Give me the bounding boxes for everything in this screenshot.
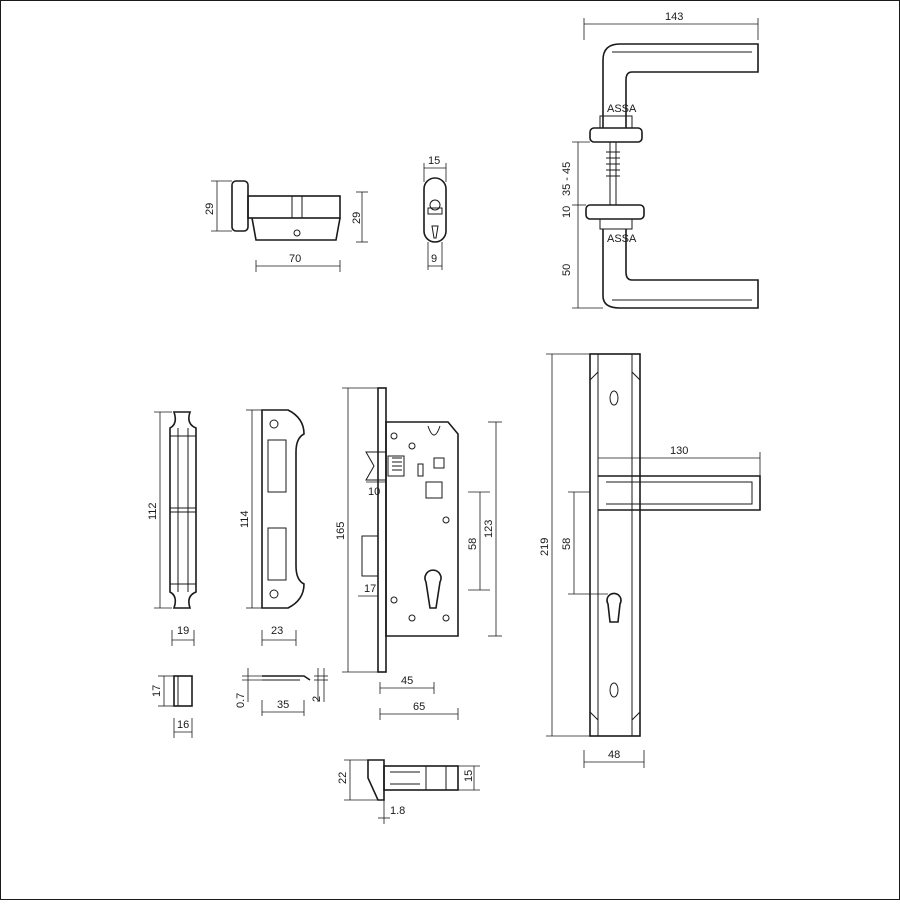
mortise-lock-body <box>361 387 459 673</box>
latch-bolt <box>365 451 387 481</box>
deadbolt <box>361 535 379 577</box>
key-dimensions: 15 9 <box>423 155 447 270</box>
dim-plate-height: 219 <box>539 538 551 556</box>
dim-rose-gap: 35 - 45 <box>561 162 573 196</box>
forend-dimensions: 114 23 <box>239 409 297 646</box>
dim-lock-total-height: 165 <box>335 522 347 540</box>
dim-forend-height: 114 <box>239 510 251 528</box>
euro-cylinder <box>231 180 341 241</box>
dim-spacer-thickness: 0.7 <box>235 693 247 708</box>
dim-lock-depth-65: 65 <box>413 701 425 713</box>
dim-lock-cyl-offset: 17 <box>364 583 376 595</box>
upper-rose <box>589 127 643 143</box>
strike-box <box>173 675 193 707</box>
dim-rose-thickness: 10 <box>561 206 573 218</box>
key-escutcheon <box>423 177 447 243</box>
latch-bolt-dimensions: 22 15 1.8 <box>337 759 480 824</box>
strike-plate-dimensions: 112 19 <box>147 411 195 646</box>
dim-lock-inner-height: 123 <box>483 520 495 538</box>
dim-lock-backset: 10 <box>368 486 380 498</box>
cylinder-thumbturn <box>231 180 249 232</box>
mortise-lock-dimensions: 165 10 17 58 123 45 65 <box>335 387 502 720</box>
backplate-cylinder-hole <box>606 592 622 623</box>
lock-faceplate <box>377 387 387 673</box>
cylinder-dimensions: 29 29 70 <box>204 180 368 272</box>
latch-bolt-assembly <box>367 759 459 801</box>
dim-strike-box-width: 16 <box>177 719 189 731</box>
dim-plate-width: 48 <box>608 749 620 761</box>
dim-spacer-length: 35 <box>277 699 289 711</box>
lever-handle <box>598 475 761 511</box>
strike-plate <box>169 411 197 609</box>
lever-on-backplate <box>589 353 761 737</box>
dim-forend-width: 23 <box>271 625 283 637</box>
dim-key-width-bottom: 9 <box>431 253 437 265</box>
dim-lever-center-distance: 58 <box>561 538 573 550</box>
dim-latch-length: 15 <box>463 770 475 782</box>
cylinder-hole <box>424 569 442 609</box>
handle-top-view: ASSA ASSA <box>585 43 759 309</box>
dim-cylinder-length: 70 <box>289 253 301 265</box>
lever-backplate-dimensions: 130 58 219 48 <box>539 353 761 768</box>
dim-lock-latch-to-cyl: 58 <box>467 538 479 550</box>
dim-handle-height: 50 <box>561 264 573 276</box>
spacer-plate <box>262 675 311 681</box>
dim-lever-length: 130 <box>670 445 688 457</box>
dim-spacer-depth: 2 <box>311 696 323 702</box>
dim-cylinder-height-left: 29 <box>204 203 216 215</box>
dim-cylinder-height-right: 29 <box>351 212 363 224</box>
strike-box-dimensions: 17 16 <box>151 675 193 738</box>
backplate <box>589 353 641 737</box>
brand-mark-lower: ASSA <box>607 233 637 245</box>
lower-rose <box>585 204 645 220</box>
dim-lock-depth-45: 45 <box>401 675 413 687</box>
dim-strike-box-height: 17 <box>151 685 163 697</box>
dim-handle-width: 143 <box>665 11 683 23</box>
dim-latch-height: 22 <box>337 772 349 784</box>
spacer-plate-dimensions: 0.7 35 2 <box>235 668 328 716</box>
dim-strike-height: 112 <box>147 502 159 520</box>
dim-key-width-top: 15 <box>428 155 440 167</box>
brand-mark-upper: ASSA <box>607 103 637 115</box>
forend-plate <box>261 409 305 609</box>
dim-strike-width: 19 <box>177 625 189 637</box>
handle-dimensions: 143 35 - 45 10 50 <box>561 11 759 309</box>
dim-latch-thickness: 1.8 <box>390 805 405 817</box>
cylinder-cam <box>291 195 303 219</box>
